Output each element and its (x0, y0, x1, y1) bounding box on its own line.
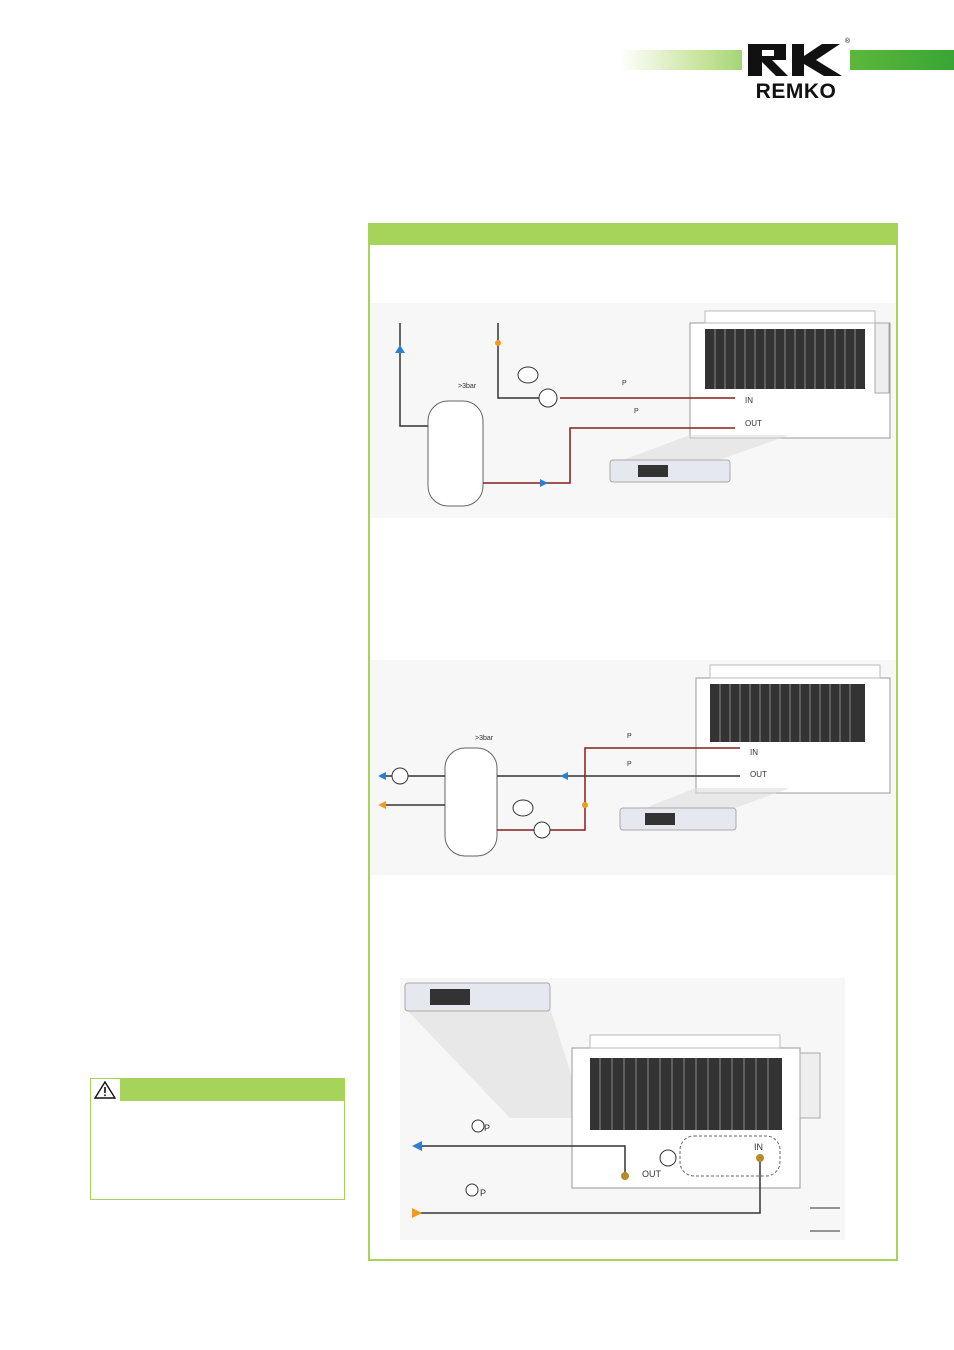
pressure-label: P (484, 1123, 490, 1133)
flow-arrow-icon (395, 345, 405, 353)
flow-arrow-icon (560, 772, 568, 780)
outlet-label: OUT (642, 1169, 662, 1179)
flow-arrow-icon (412, 1141, 422, 1151)
diagram-frame (368, 223, 898, 1261)
pressure-label: P (480, 1188, 486, 1198)
buffer-tank (427, 400, 484, 507)
relief-label: >3bar (475, 735, 494, 742)
flow-arrow-icon (412, 1208, 422, 1218)
expansion-vessel-icon (517, 366, 539, 384)
chiller-unit (695, 664, 891, 794)
pressure-label: P (627, 761, 632, 768)
warning-icon-cell (91, 1079, 121, 1101)
inlet-label: IN (754, 1142, 763, 1152)
pump-icon (533, 821, 551, 839)
diagram-frame-header (370, 225, 896, 245)
logo-mark-icon (745, 41, 847, 77)
pump-icon (391, 767, 409, 785)
expansion-vessel-icon (512, 799, 534, 817)
connection-point-icon (756, 1154, 764, 1162)
pressure-gauge-icon (471, 1119, 485, 1133)
outlet-label: OUT (750, 770, 767, 779)
buffer-tank (444, 747, 498, 857)
flow-arrow-icon (378, 772, 386, 780)
registered-mark: ® (844, 38, 850, 45)
pressure-label: P (622, 380, 627, 387)
connection-point-icon (621, 1172, 629, 1180)
pressure-gauge-icon (465, 1183, 479, 1197)
flow-arrow-icon (378, 801, 386, 809)
brand-logo: ® REMKO (742, 38, 850, 106)
outlet-label: OUT (745, 419, 762, 428)
control-panel-icon (609, 459, 731, 483)
flow-arrow-icon (540, 479, 548, 487)
control-panel-icon (619, 807, 737, 831)
diagram-1: >3bar P P IN OUT (370, 303, 896, 518)
warning-triangle-icon (93, 1080, 117, 1099)
flow-marker-icon (495, 340, 501, 346)
pump-icon (659, 1149, 677, 1167)
pressure-label: P (627, 733, 632, 740)
brand-name: REMKO (755, 80, 837, 103)
chiller-unit (689, 310, 891, 439)
pressure-label: P (634, 408, 639, 415)
relief-label: >3bar (458, 383, 477, 390)
control-panel-icon (404, 982, 551, 1012)
warning-box-header (91, 1079, 344, 1101)
flow-marker-icon (582, 802, 588, 808)
diagram-3: P P IN OUT (400, 978, 845, 1240)
inlet-label: IN (750, 748, 758, 757)
chiller-unit (571, 1034, 821, 1189)
warning-box (90, 1078, 345, 1200)
pump-icon (538, 388, 558, 408)
diagram-2: >3bar P P IN OUT (370, 660, 896, 875)
inlet-label: IN (745, 396, 753, 405)
